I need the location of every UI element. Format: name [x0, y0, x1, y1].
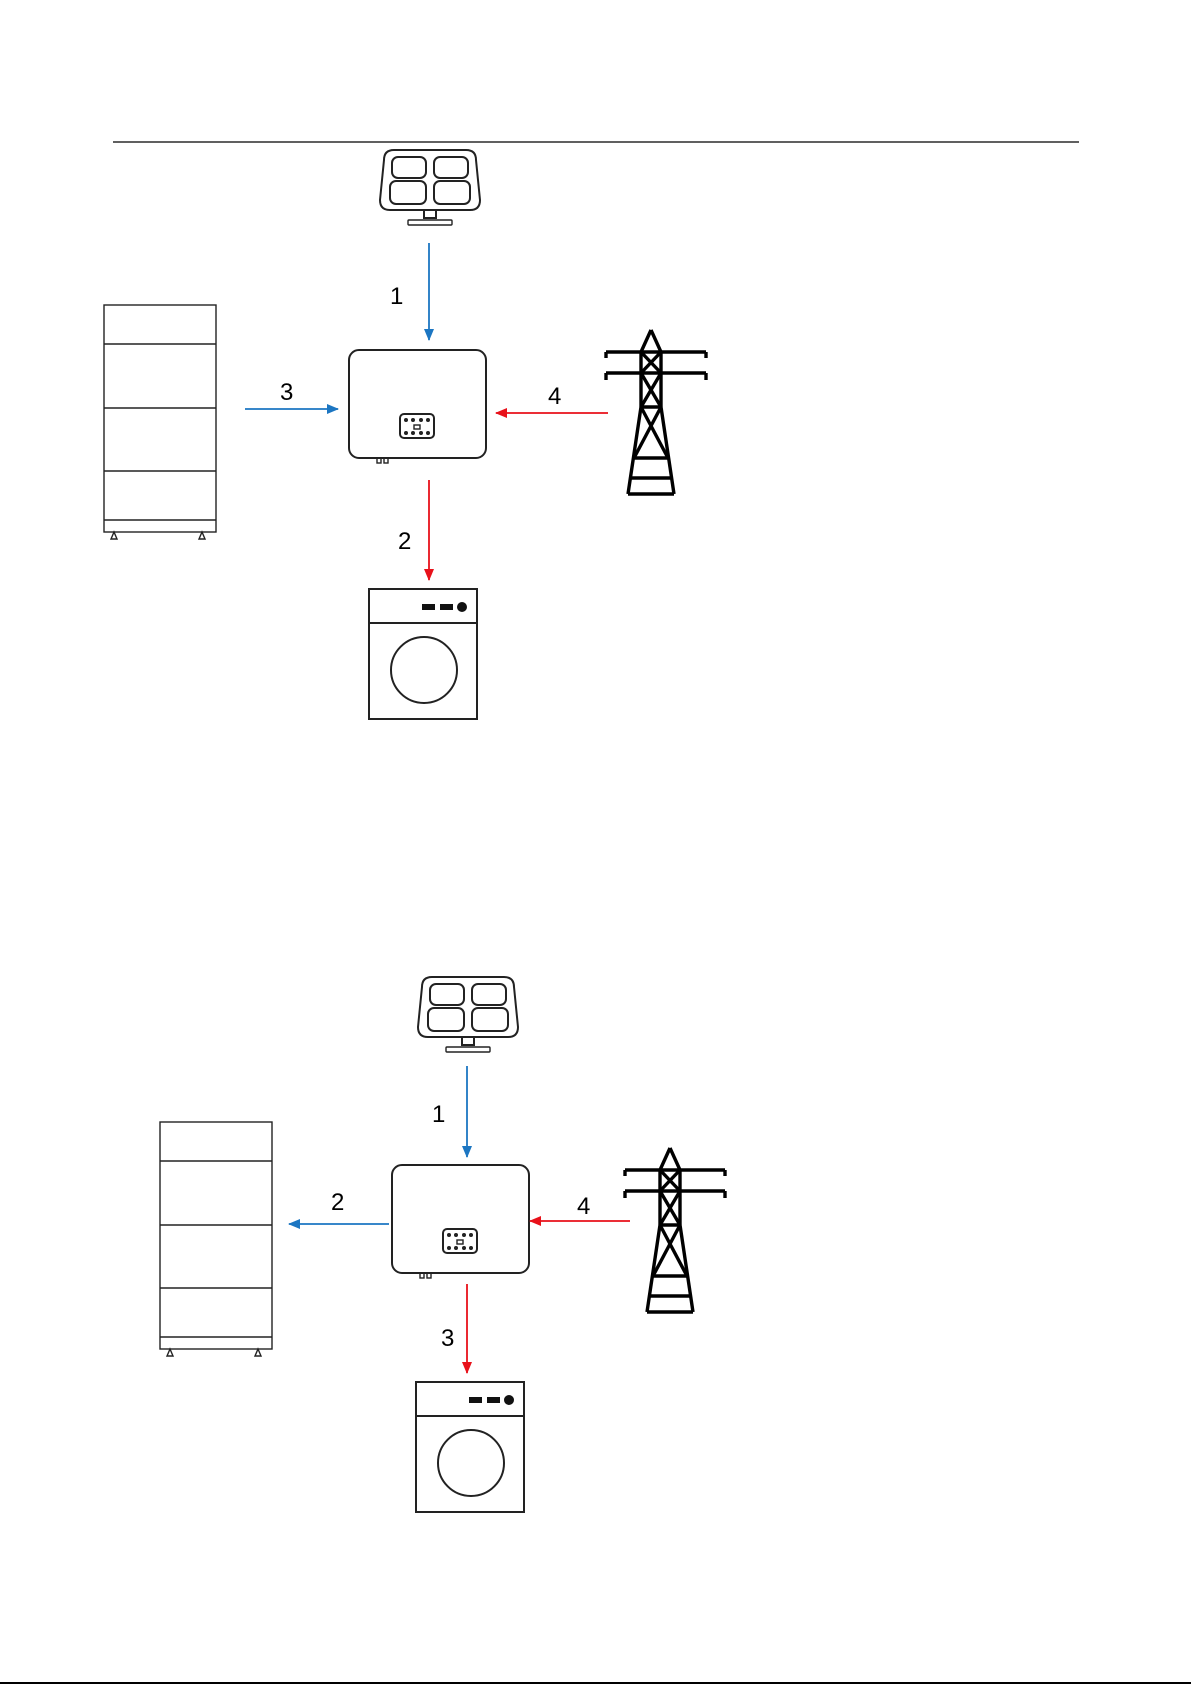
diagram-2: 1 2 3 4 — [160, 977, 725, 1512]
flow-label-1: 1 — [390, 283, 403, 310]
flow-label-2: 2 — [398, 528, 411, 555]
diagram-1: 1 2 3 4 — [104, 150, 706, 719]
inverter-icon — [392, 1165, 529, 1278]
battery-stack-icon — [160, 1122, 272, 1356]
solar-panel-icon — [418, 977, 518, 1052]
washing-machine-icon — [369, 589, 477, 719]
flow-label-3: 3 — [280, 379, 293, 406]
flow-label-2: 2 — [331, 1189, 344, 1216]
power-tower-icon — [625, 1148, 725, 1312]
washing-machine-icon — [416, 1382, 524, 1512]
flow-label-4: 4 — [548, 383, 561, 410]
flow-label-3: 3 — [441, 1325, 454, 1352]
flow-label-1: 1 — [432, 1101, 445, 1128]
battery-stack-icon — [104, 305, 216, 539]
power-tower-icon — [606, 330, 706, 494]
flow-label-4: 4 — [577, 1193, 590, 1220]
solar-panel-icon — [380, 150, 480, 225]
inverter-icon — [349, 350, 486, 463]
